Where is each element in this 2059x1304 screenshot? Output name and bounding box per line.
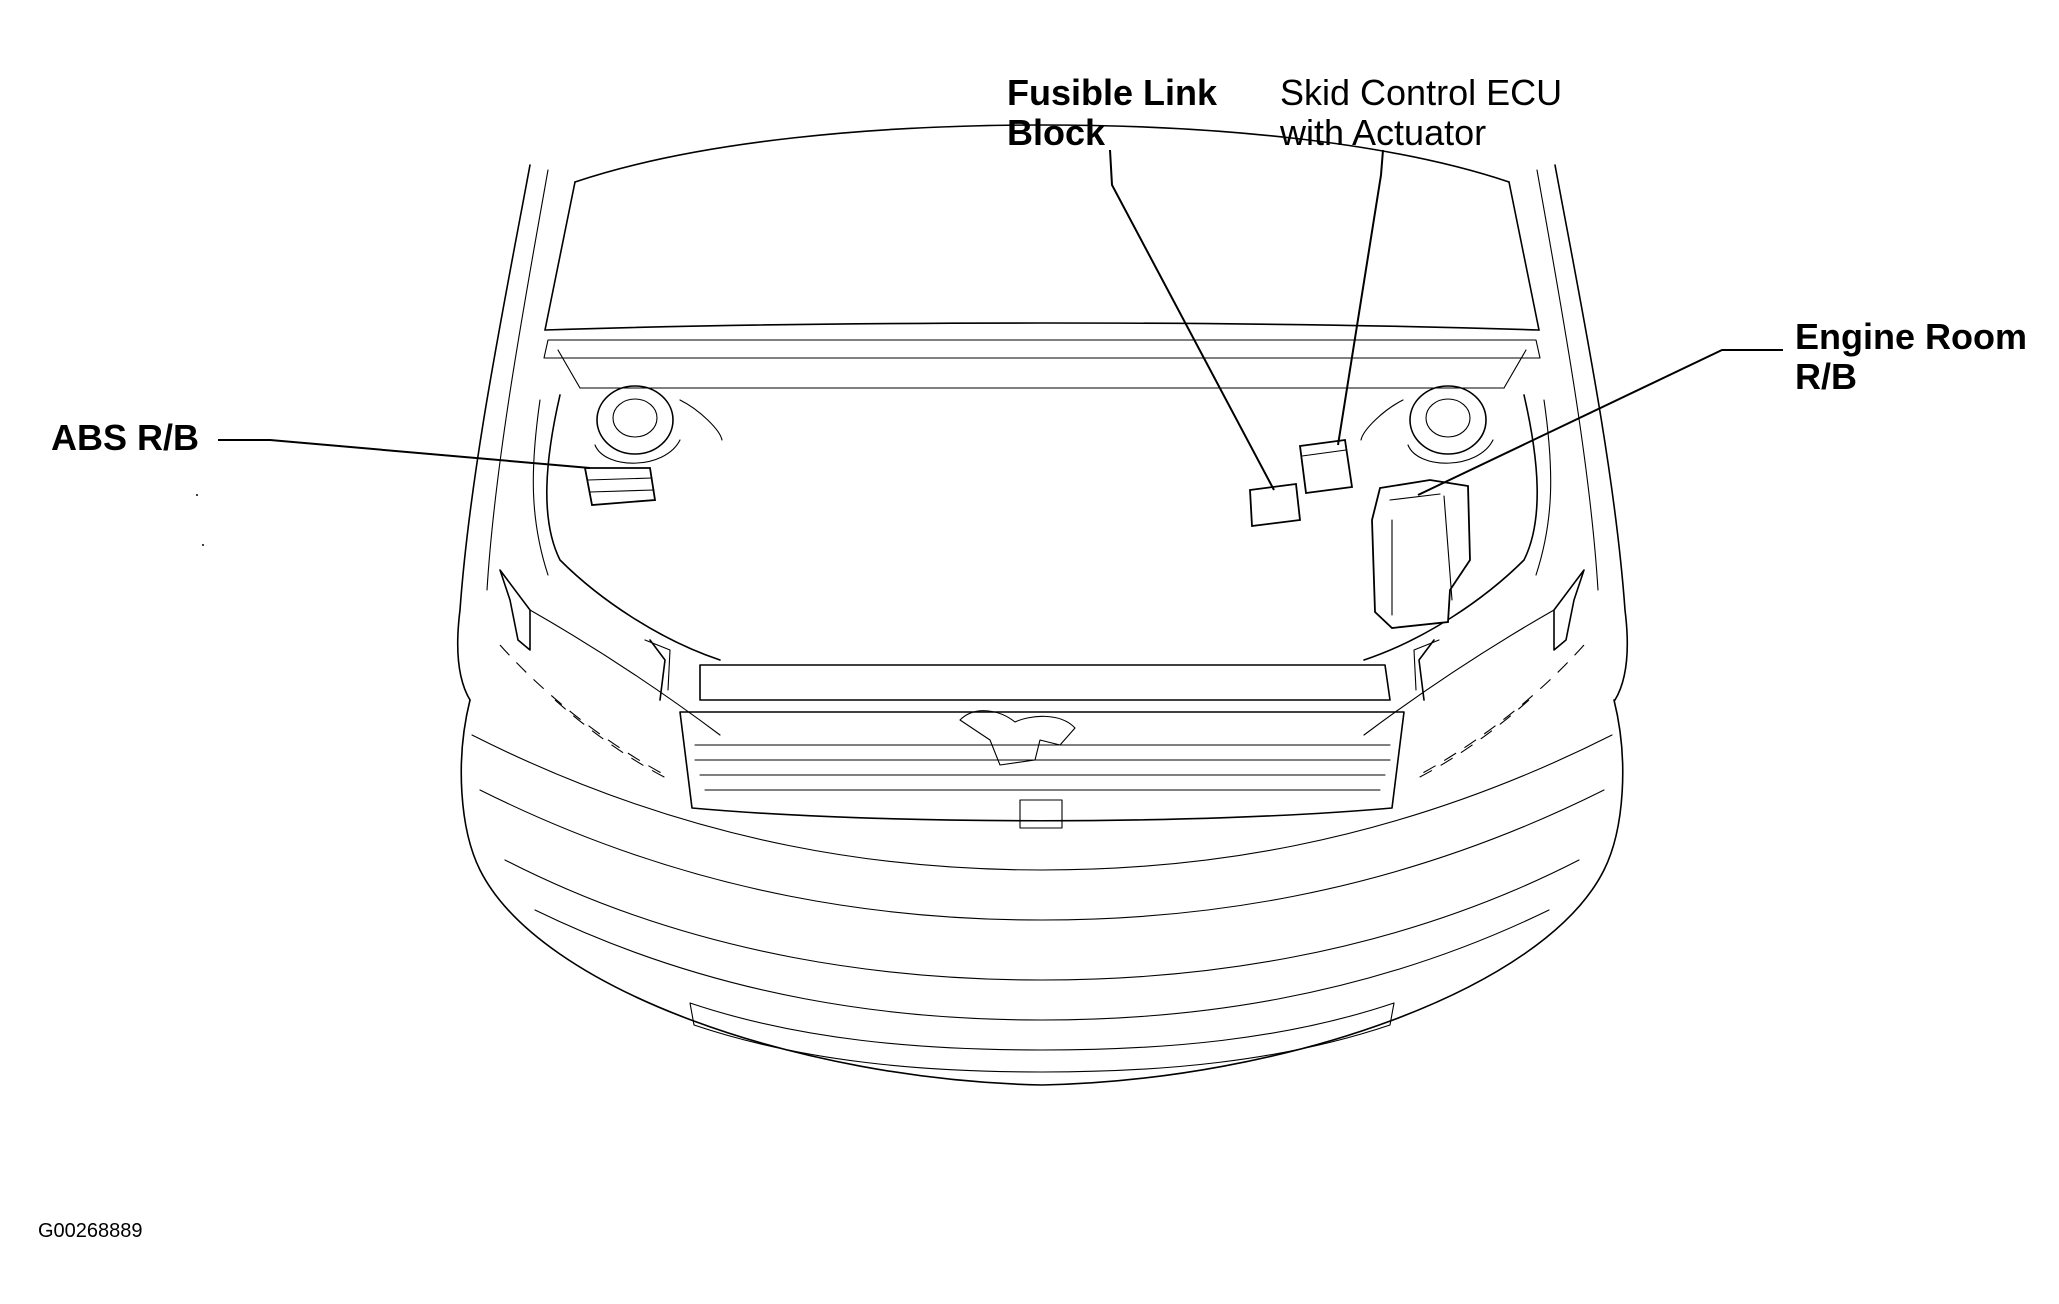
label-skid-control-ecu-line1: Skid Control ECU — [1280, 72, 1563, 113]
leader-abs-rb — [218, 439, 591, 469]
body-outline — [456, 164, 1629, 701]
label-fusible-link-block: Fusible Link Block — [1007, 73, 1217, 152]
label-skid-control-ecu: Skid Control ECU with Actuator — [1280, 73, 1562, 152]
leader-skid-control-ecu — [1337, 149, 1384, 446]
leader-fusible-link-block — [1109, 149, 1275, 491]
skid-control-ecu-component — [1298, 438, 1354, 495]
grille — [679, 664, 1405, 829]
right-strut-tower — [1360, 385, 1494, 464]
label-engine-room-rb-line1: Engine Room — [1795, 316, 2027, 357]
label-abs-rb: ABS R/B — [51, 417, 200, 458]
label-fusible-link-block-line2: Block — [1007, 111, 1106, 153]
left-strut-tower — [594, 385, 723, 464]
hood-panel — [574, 124, 1510, 183]
label-skid-control-ecu-line2: with Actuator — [1280, 111, 1487, 153]
label-fusible-link-block-line1: Fusible Link — [1007, 72, 1218, 113]
abs-rb-component — [583, 467, 657, 506]
engine-room-rb-component — [1371, 479, 1471, 629]
front-bumper — [460, 699, 1624, 1086]
label-engine-room-rb: Engine Room R/B — [1795, 317, 2027, 396]
engine-bay — [546, 394, 1538, 661]
leader-engine-room-rb — [1417, 349, 1783, 496]
figure-code: G00268889 — [38, 1220, 143, 1242]
fusible-link-block-component — [1249, 482, 1301, 528]
label-engine-room-rb-line2: R/B — [1795, 355, 1857, 397]
